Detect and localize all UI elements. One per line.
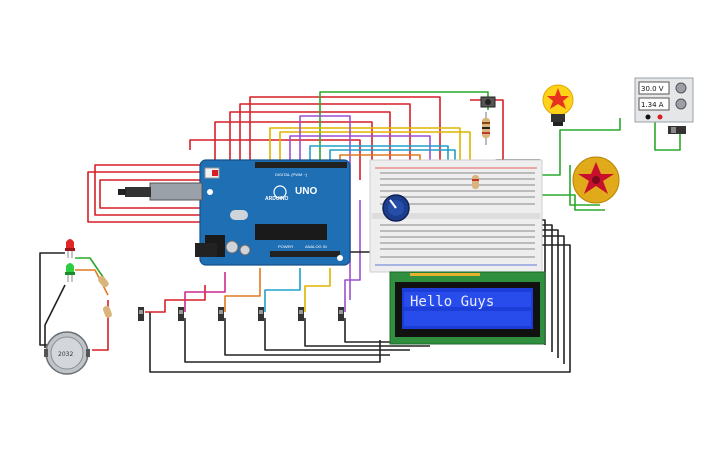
led-resistors [98,276,112,318]
supply-current: 1.34 A [641,101,664,109]
pushbutton-icon[interactable] [480,96,496,108]
board-analog-label: ANALOG IN [305,244,327,249]
power-supply-icon[interactable]: 30.0 V 1.34 A [634,77,694,123]
resistor-top [482,112,490,145]
usb-connector-icon [118,182,203,201]
board-logo-text: UNO [295,186,317,197]
light-bulb-icon[interactable] [542,84,574,126]
slide-switch-row[interactable] [138,307,344,321]
coin-cell-label: 2032 [58,351,73,358]
slide-switch-icon[interactable] [668,126,686,134]
lcd-icon[interactable]: Hello Guys [389,271,546,345]
resistor-breadboard [472,175,479,189]
coin-cell-icon[interactable]: 2032 [44,331,90,375]
arduino-board-icon[interactable]: UNO ARDUINO DIGITAL (PWM ~) POWER ANALOG… [199,159,351,266]
buzzer-icon[interactable] [572,156,620,204]
led-green-icon[interactable] [65,263,75,282]
potentiometer-icon[interactable] [382,194,410,222]
lcd-text: Hello Guys [410,294,494,310]
supply-voltage: 30.0 V [641,85,664,93]
dc-jack-icon [195,243,217,257]
board-brand-text: ARDUINO [265,196,288,202]
wire-bundle [39,91,681,373]
board-digital-label: DIGITAL (PWM ~) [275,172,308,177]
board-power-label: POWER [278,244,293,249]
led-icon[interactable] [65,239,75,258]
